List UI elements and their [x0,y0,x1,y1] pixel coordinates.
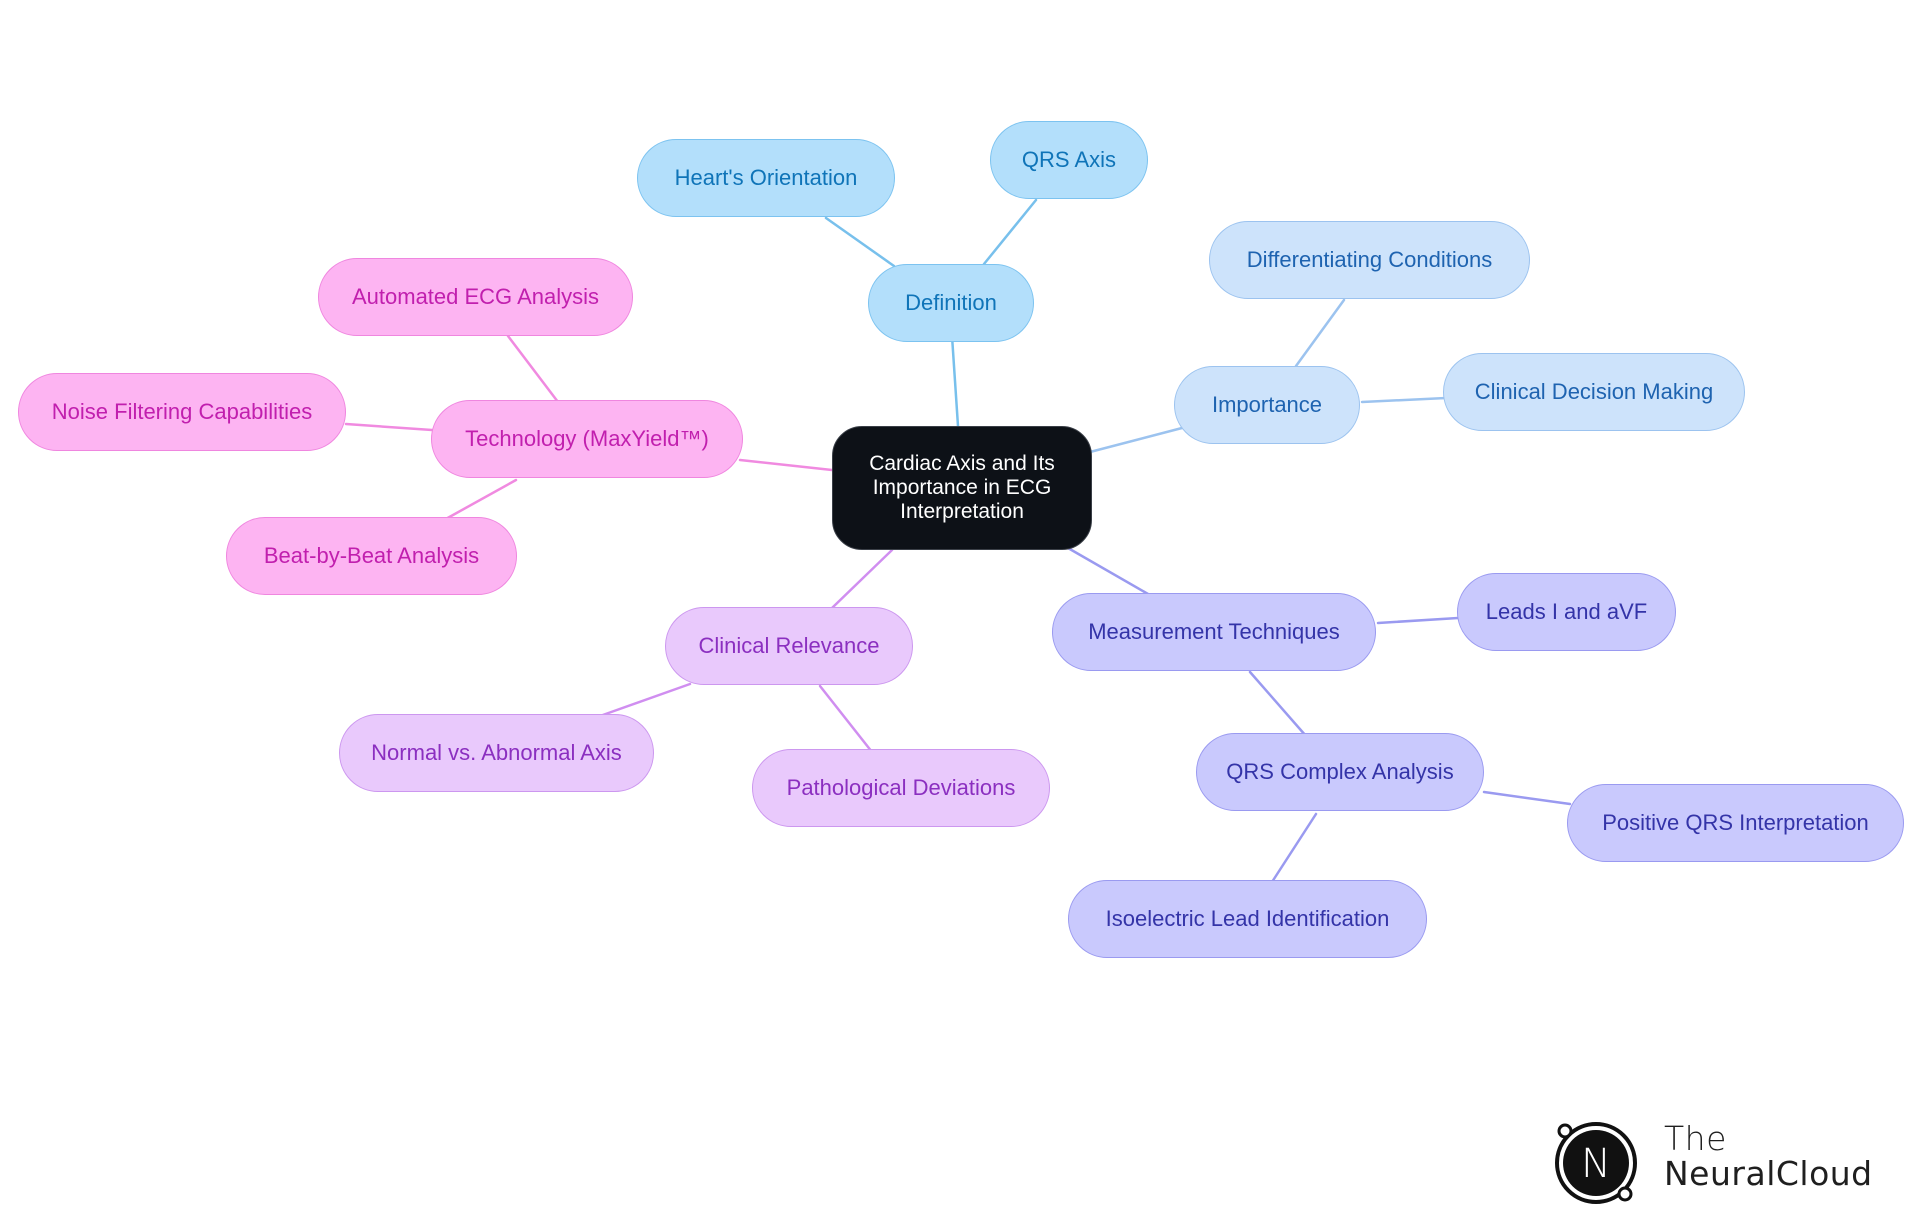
node-clinical-decision-making[interactable]: Clinical Decision Making [1443,353,1745,431]
node-clinical-decision-making-label: Clinical Decision Making [1474,378,1714,404]
node-technology-maxyield-label: Technology (MaxYield™) [465,425,709,451]
node-leads-i-avf[interactable]: Leads I and aVF [1457,573,1676,651]
edge-root-clinical [830,548,894,610]
node-measurement-techniques-label: Measurement Techniques [1088,618,1340,644]
node-normal-vs-abnormal-axis[interactable]: Normal vs. Abnormal Axis [339,714,654,792]
edge-definition-qrs-axis [982,198,1038,266]
node-positive-qrs-interpretation[interactable]: Positive QRS Interpretation [1567,784,1904,862]
edge-root-importance [1088,426,1184,454]
logo-line-neuralcloud: NeuralCloud [1664,1153,1873,1193]
node-beat-by-beat-analysis-label: Beat-by-Beat Analysis [263,542,480,568]
edge-importance-differentiating [1294,298,1346,368]
edge-clinical-pathological [818,684,874,754]
node-isoelectric-lead-identification[interactable]: Isoelectric Lead Identification [1068,880,1427,958]
node-normal-vs-abnormal-axis-label: Normal vs. Abnormal Axis [371,739,622,765]
node-automated-ecg-analysis-label: Automated ECG Analysis [351,283,599,309]
edge-technology-automated [506,334,560,404]
node-definition[interactable]: Definition [868,264,1034,342]
edge-definition-hearts-orientation [824,216,896,268]
node-differentiating-conditions-label: Differentiating Conditions [1246,246,1493,272]
edge-qrs-isoelectric [1270,812,1318,884]
node-noise-filtering-capabilities-label: Noise Filtering Capabilities [51,398,313,424]
logo-line-the: The [1664,1119,1727,1158]
node-differentiating-conditions[interactable]: Differentiating Conditions [1209,221,1530,299]
root-label: Cardiac Axis and Its Importance in ECG I… [869,451,1055,524]
node-technology-maxyield[interactable]: Technology (MaxYield™) [431,400,743,478]
edge-root-technology [738,458,834,472]
node-beat-by-beat-analysis[interactable]: Beat-by-Beat Analysis [226,517,517,595]
node-qrs-complex-analysis[interactable]: QRS Complex Analysis [1196,733,1484,811]
edge-measurement-qrs-complex [1248,670,1308,738]
node-automated-ecg-analysis[interactable]: Automated ECG Analysis [318,258,633,336]
edge-technology-noise [344,422,434,432]
edge-root-measurement [1066,546,1150,596]
node-clinical-relevance-label: Clinical Relevance [698,632,880,658]
node-isoelectric-lead-identification-label: Isoelectric Lead Identification [1105,905,1390,931]
node-leads-i-avf-label: Leads I and aVF [1485,598,1648,624]
node-clinical-relevance[interactable]: Clinical Relevance [665,607,913,685]
edge-clinical-normal [598,682,692,718]
neuralcloud-logo-icon: N [1555,1122,1637,1204]
node-hearts-orientation[interactable]: Heart's Orientation [637,139,895,217]
node-positive-qrs-interpretation-label: Positive QRS Interpretation [1602,809,1869,835]
edge-root-definition [950,334,960,428]
root-node[interactable]: Cardiac Axis and Its Importance in ECG I… [832,426,1092,550]
node-pathological-deviations[interactable]: Pathological Deviations [752,749,1050,827]
logo-mark-letter: N [1581,1141,1611,1187]
logo-wordmark: The NeuralCloud [1664,1119,1873,1193]
node-definition-label: Definition [905,289,997,315]
node-qrs-axis-label: QRS Axis [1021,146,1117,172]
node-importance[interactable]: Importance [1174,366,1360,444]
edge-technology-beat [442,478,518,522]
edge-importance-clinical-decision [1360,396,1448,404]
node-qrs-complex-analysis-label: QRS Complex Analysis [1226,758,1454,784]
edge-qrs-positive [1482,790,1572,806]
node-qrs-axis[interactable]: QRS Axis [990,121,1148,199]
edge-measurement-leads [1376,616,1460,625]
node-measurement-techniques[interactable]: Measurement Techniques [1052,593,1376,671]
node-noise-filtering-capabilities[interactable]: Noise Filtering Capabilities [18,373,346,451]
node-hearts-orientation-label: Heart's Orientation [674,164,858,190]
node-importance-label: Importance [1211,391,1323,417]
node-pathological-deviations-label: Pathological Deviations [786,774,1016,800]
